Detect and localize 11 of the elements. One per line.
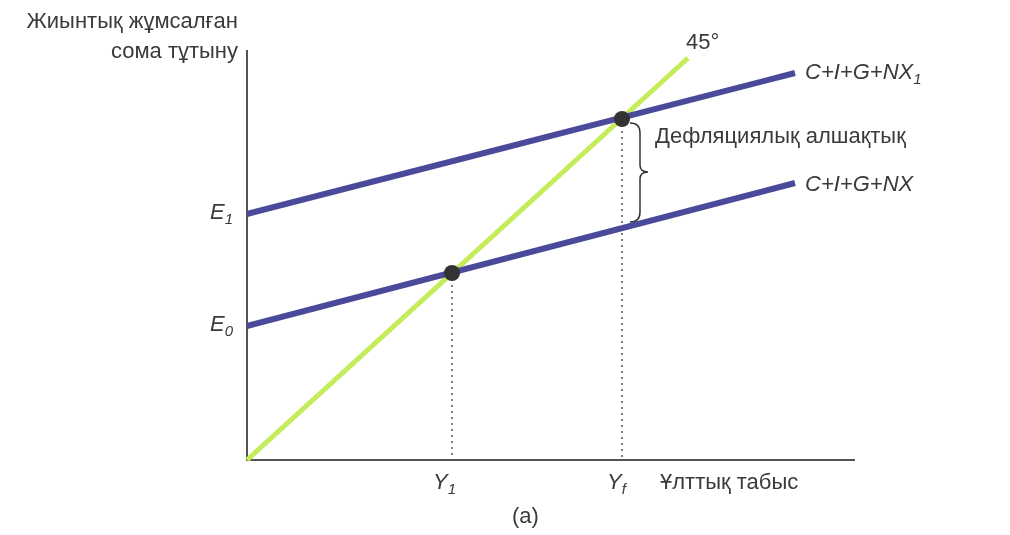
- axis-title: Жиынтық жұмсалған сома тұтыну: [25, 7, 238, 65]
- axis-title: Ұлттық табыс: [660, 468, 799, 496]
- angle-label: 45°: [686, 28, 720, 56]
- axis-tick-label: E$_{0}$: [210, 310, 234, 338]
- axis-tick-label: E$_{1}$: [210, 198, 234, 226]
- caption: (a): [512, 502, 539, 530]
- axis-tick-label: Y$_{1}$: [433, 468, 457, 496]
- gap-label: Дефляциялық алшақтық: [655, 122, 906, 150]
- axis-tick-label: Y$_{f}$: [607, 468, 626, 496]
- line-label: C+I+G+NX$_{1}$: [805, 58, 922, 86]
- line-label: C+I+G+NX: [805, 170, 914, 198]
